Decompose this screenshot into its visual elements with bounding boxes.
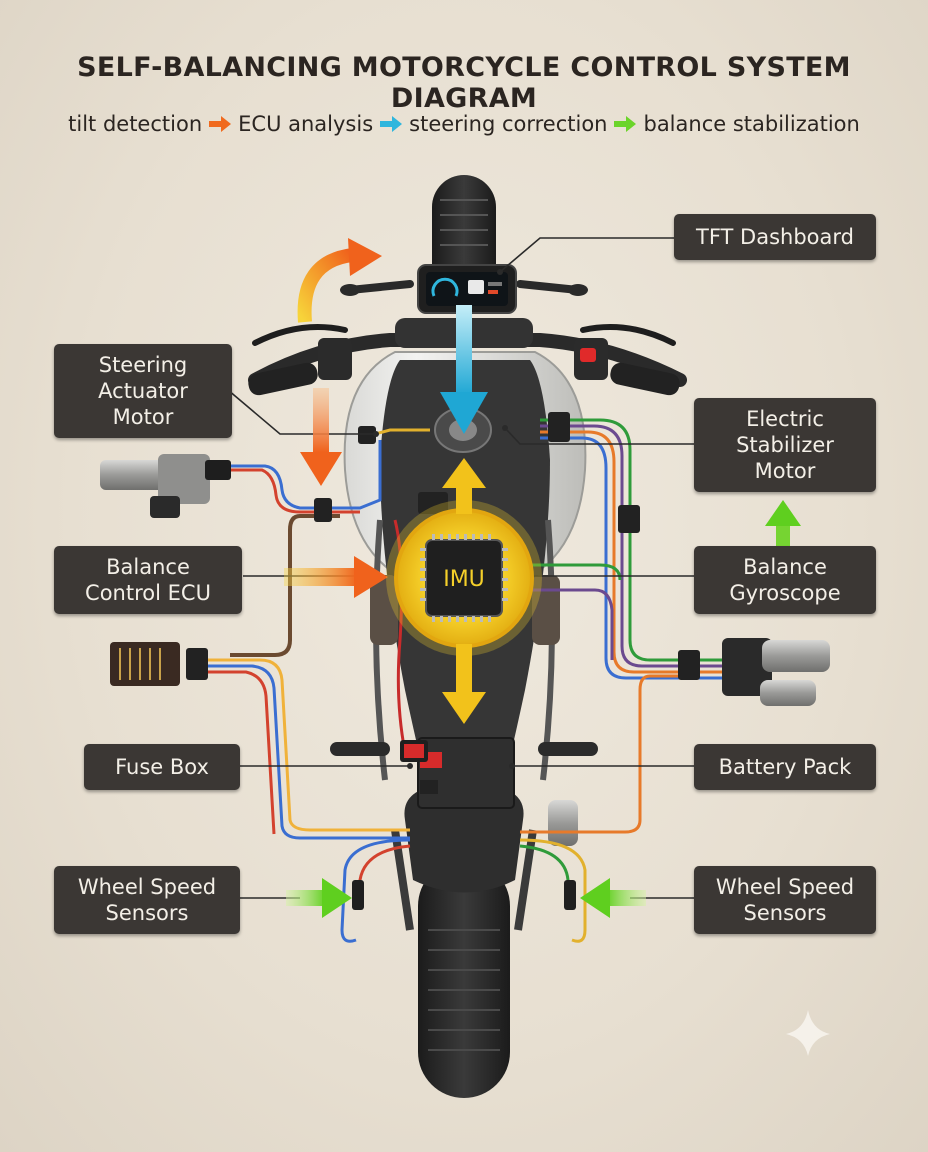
wheel-speed-left-arrow bbox=[286, 878, 352, 918]
gyro-to-stabilizer-arrow bbox=[765, 500, 801, 548]
label-balance-control-ecu: Balance Control ECU bbox=[54, 546, 242, 614]
battery-pack-unit bbox=[417, 737, 515, 809]
rear-tire bbox=[418, 860, 510, 1098]
flow-step-balance-stabilization: balance stabilization bbox=[643, 112, 860, 136]
flow-step-tilt-detection: tilt detection bbox=[68, 112, 203, 136]
label-tft-dashboard: TFT Dashboard bbox=[674, 214, 876, 260]
orange-arrow-icon bbox=[209, 116, 232, 132]
left-connector-part bbox=[110, 642, 180, 686]
handlebar bbox=[248, 280, 687, 396]
harness-clips bbox=[186, 412, 700, 680]
ecu-to-imu-arrow bbox=[284, 556, 388, 598]
imu-label: IMU bbox=[443, 567, 485, 592]
imu-module: IMU bbox=[386, 500, 542, 656]
imu-up-arrow bbox=[442, 458, 486, 514]
label-steering-actuator-motor: Steering Actuator Motor bbox=[54, 344, 232, 438]
flow-legend: tilt detection ECU analysis steering cor… bbox=[0, 112, 928, 136]
steering-actuator-motor-part bbox=[100, 454, 231, 518]
electric-stabilizer-motor-part bbox=[722, 638, 830, 706]
steering-down-arrow bbox=[300, 388, 342, 486]
imu-down-arrow bbox=[442, 644, 486, 724]
label-wheel-speed-sensors-right: Wheel Speed Sensors bbox=[694, 866, 876, 934]
wiring-harness bbox=[190, 418, 740, 943]
label-battery-pack: Battery Pack bbox=[694, 744, 876, 790]
label-electric-stabilizer-motor: Electric Stabilizer Motor bbox=[694, 398, 876, 492]
flow-step-ecu-analysis: ECU analysis bbox=[238, 112, 374, 136]
tilt-curve-arrow bbox=[297, 238, 382, 323]
dashboard-to-imu-arrow bbox=[440, 305, 488, 434]
blue-arrow-icon bbox=[380, 116, 403, 132]
tft-dashboard-screen bbox=[417, 264, 517, 314]
flow-step-steering-correction: steering correction bbox=[409, 112, 608, 136]
label-wheel-speed-sensors-left: Wheel Speed Sensors bbox=[54, 866, 240, 934]
diagram-title: SELF-BALANCING MOTORCYCLE CONTROL SYSTEM… bbox=[77, 52, 851, 114]
label-balance-gyroscope: Balance Gyroscope bbox=[694, 546, 876, 614]
label-fuse-box: Fuse Box bbox=[84, 744, 240, 790]
green-arrow-icon bbox=[614, 116, 637, 132]
wheel-speed-sensor-connectors bbox=[352, 880, 576, 910]
wheel-speed-right-arrow bbox=[580, 878, 646, 918]
fuse-box-part bbox=[400, 740, 428, 762]
motorcycle-body bbox=[330, 351, 598, 931]
sparkle-icon bbox=[786, 1010, 830, 1056]
